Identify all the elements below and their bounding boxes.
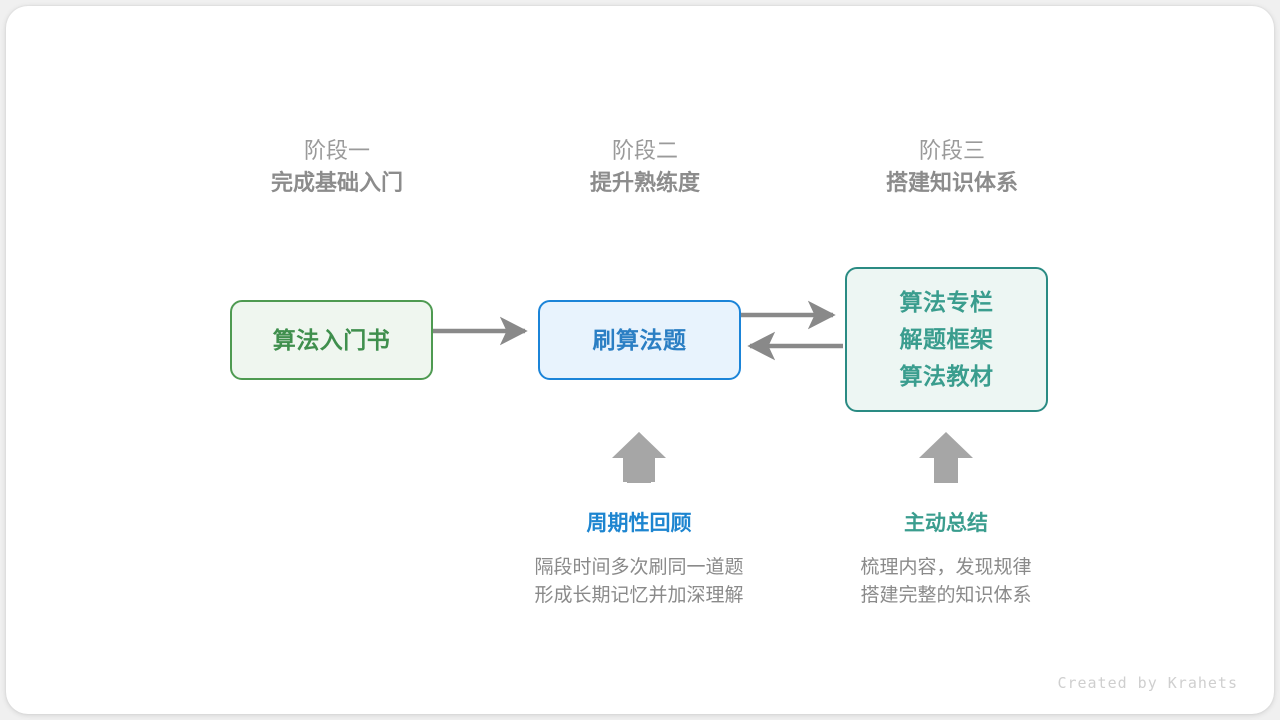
stage-title: 搭建知识体系 (885, 170, 1018, 195)
node-knowledge-resources[interactable]: 算法专栏 解题框架 算法教材 (845, 267, 1048, 412)
stage-subtitle: 阶段三 (918, 138, 985, 163)
stage-header-2: 阶段二 提升熟练度 (525, 136, 765, 200)
node-line: 算法专栏 (899, 289, 994, 315)
stage-title: 提升熟练度 (589, 170, 700, 195)
stage-subtitle: 阶段二 (611, 138, 678, 163)
note-body-line: 形成长期记忆并加深理解 (534, 585, 744, 606)
node-line: 解题框架 (899, 326, 994, 352)
node-line: 刷算法题 (592, 326, 687, 353)
note-body-line: 隔段时间多次刷同一道题 (534, 557, 744, 578)
note-title: 主动总结 (904, 512, 988, 535)
note-title: 周期性回顾 (586, 512, 692, 535)
arrow-summary-up-shaft (934, 456, 958, 483)
arrow-summary-up-head (919, 432, 973, 458)
diagram-canvas: 阶段一 完成基础入门 阶段二 提升熟练度 阶段三 搭建知识体系 (6, 6, 1274, 714)
stage-subtitle: 阶段一 (303, 138, 370, 163)
node-line: 算法教材 (899, 363, 994, 389)
note-body: 梳理内容，发现规律 搭建完整的知识体系 (796, 554, 1096, 610)
arrow-review-up-shaft (627, 456, 651, 483)
note-body-line: 梳理内容，发现规律 (860, 557, 1032, 578)
node-practice-problems[interactable]: 刷算法题 (538, 300, 741, 380)
arrow-review-up-head (612, 432, 666, 458)
node-intro-book[interactable]: 算法入门书 (230, 300, 433, 380)
stage-header-3: 阶段三 搭建知识体系 (832, 136, 1072, 200)
credit-text: Created by Krahets (1057, 674, 1238, 692)
note-periodic-review: 周期性回顾 隔段时间多次刷同一道题 形成长期记忆并加深理解 (489, 508, 789, 610)
node-line: 算法入门书 (272, 326, 391, 353)
stage-title: 完成基础入门 (270, 170, 403, 195)
arrow-review-up (623, 432, 655, 482)
note-active-summary: 主动总结 梳理内容，发现规律 搭建完整的知识体系 (796, 508, 1096, 610)
stage-header-1: 阶段一 完成基础入门 (217, 136, 457, 200)
note-body-line: 搭建完整的知识体系 (860, 585, 1032, 606)
note-body: 隔段时间多次刷同一道题 形成长期记忆并加深理解 (489, 554, 789, 610)
